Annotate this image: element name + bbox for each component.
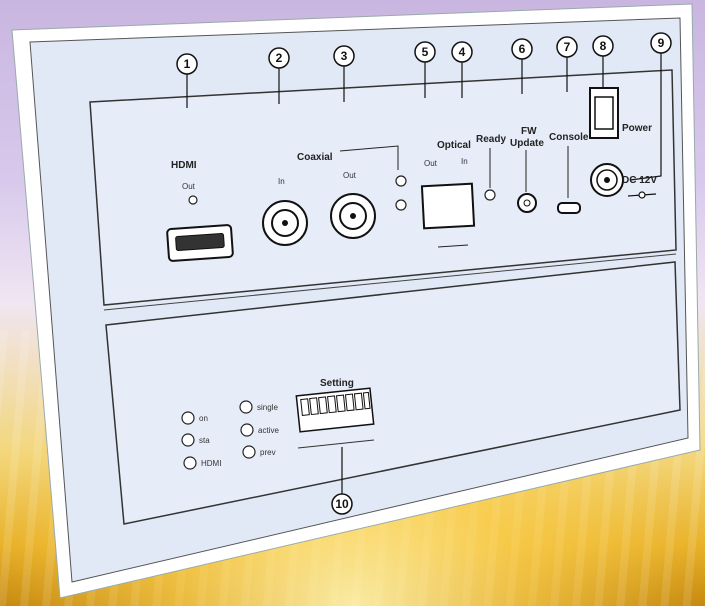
- optical-label: Optical: [437, 140, 471, 151]
- coaxial-bracket: [339, 145, 399, 170]
- fw-update-button: [517, 193, 537, 213]
- leader-lines: [186, 53, 662, 494]
- dc-jack: [590, 163, 624, 197]
- coax-out-label: Out: [343, 171, 357, 180]
- power-switch: [589, 87, 619, 139]
- callout-7-text: 7: [564, 40, 571, 54]
- status-leds: [181, 400, 256, 470]
- coax-out-port: [330, 193, 376, 239]
- optical-port: [420, 182, 476, 230]
- optical-led: [395, 199, 407, 211]
- led-label-on: on: [199, 414, 208, 423]
- callout-numbers: 1 2 3 4 5 6 7 8 9 10: [184, 36, 665, 511]
- optical-out-label: Out: [424, 159, 438, 168]
- console-label: Console: [549, 132, 589, 143]
- upper-section: [89, 69, 677, 306]
- led-label-active: active: [258, 426, 279, 435]
- callouts-top: [176, 32, 672, 515]
- led-label-sta: sta: [199, 436, 210, 445]
- ready-label: Ready: [476, 134, 506, 145]
- callout-1-text: 1: [184, 57, 191, 71]
- update-label: Update: [510, 138, 544, 149]
- callout-10-text: 10: [335, 497, 349, 511]
- dip-switch-bottom: [297, 439, 375, 449]
- optical-in-label: In: [461, 157, 468, 166]
- led-label-hdmi: HDMI: [201, 459, 221, 468]
- callout-6-text: 6: [519, 42, 526, 56]
- callout-8-text: 8: [600, 39, 607, 53]
- callout-4-text: 4: [459, 45, 466, 59]
- section-divider: [103, 253, 677, 311]
- optical-underline: [437, 244, 469, 248]
- callout-5-text: 5: [422, 45, 429, 59]
- setting-label: Setting: [320, 378, 354, 389]
- coax-in-label: In: [278, 177, 285, 186]
- power-label: Power: [622, 123, 652, 134]
- coax-led: [395, 175, 407, 187]
- polarity-symbol: [627, 191, 657, 199]
- callout-3-text: 3: [341, 49, 348, 63]
- hdmi-out-label: Out: [182, 182, 196, 191]
- hdmi-port: [166, 224, 234, 262]
- hdmi-label: HDMI: [171, 160, 197, 171]
- dip-switch: [295, 387, 375, 433]
- ready-led: [484, 189, 496, 201]
- callout-9-text: 9: [658, 36, 665, 50]
- led-label-single: single: [257, 403, 278, 412]
- callout-2-text: 2: [276, 51, 283, 65]
- fw-label: FW: [521, 126, 537, 137]
- led-label-prev: prev: [260, 448, 276, 457]
- coaxial-label: Coaxial: [297, 152, 333, 163]
- console-port: [557, 202, 581, 214]
- coax-in-port: [262, 200, 308, 246]
- hdmi-led: [188, 195, 198, 205]
- dc-label: DC 12V: [622, 175, 657, 186]
